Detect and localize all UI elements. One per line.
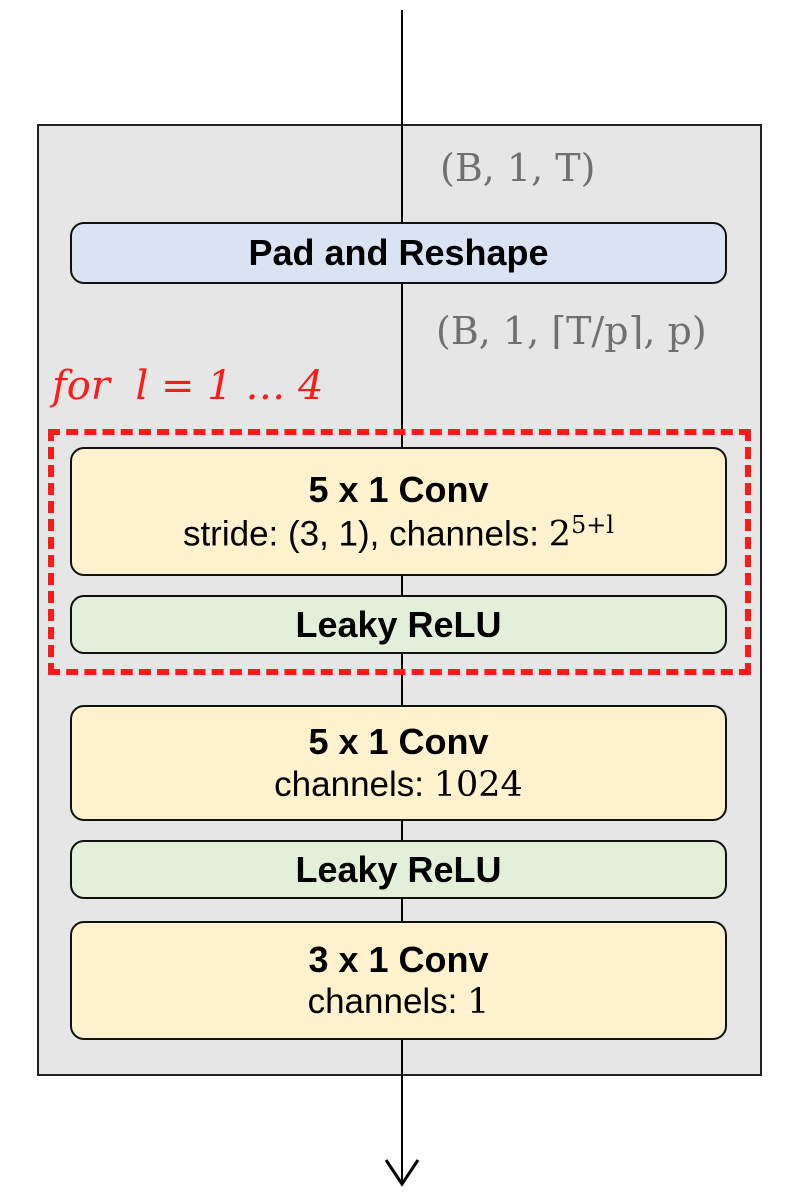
loop-conv-channels-base: 2 — [548, 514, 571, 555]
pad-reshape-block: Pad and Reshape — [70, 222, 727, 284]
mid-conv-channels: 1024 — [433, 764, 523, 805]
reshaped-shape-label: (B, 1, ⌈T/p⌉, p) — [436, 309, 707, 353]
loop-region — [48, 429, 751, 675]
output-conv-title: 3 x 1 Conv — [308, 938, 489, 980]
loop-conv-detail-prefix: stride: (3, 1), channels: — [182, 514, 549, 554]
loop-relu-block: Leaky ReLU — [70, 595, 727, 654]
mid-conv-title: 5 x 1 Conv — [308, 721, 489, 763]
output-conv-block: 3 x 1 Conv channels: 1 — [70, 921, 727, 1040]
mid-conv-detail: channels: 1024 — [274, 764, 523, 806]
mid-relu-label: Leaky ReLU — [295, 848, 502, 890]
loop-conv-detail: stride: (3, 1), channels: 25+l — [183, 511, 614, 556]
output-flow-line — [401, 1076, 403, 1182]
output-conv-channels: 1 — [467, 982, 490, 1023]
mid-relu-block: Leaky ReLU — [70, 840, 727, 899]
pad-reshape-label: Pad and Reshape — [248, 232, 549, 274]
input-shape-label: (B, 1, T) — [440, 146, 596, 190]
input-flow-line — [401, 10, 403, 126]
mid-conv-block: 5 x 1 Conv channels: 1024 — [70, 705, 727, 821]
loop-relu-label: Leaky ReLU — [295, 603, 502, 645]
mid-conv-detail-prefix: channels: — [274, 764, 434, 804]
loop-label: for l = 1 … 4 — [52, 363, 324, 409]
output-conv-detail: channels: 1 — [308, 981, 490, 1023]
loop-conv-title: 5 x 1 Conv — [308, 468, 489, 510]
loop-conv-channels-exponent: 5+l — [570, 510, 615, 539]
output-conv-detail-prefix: channels: — [307, 982, 468, 1022]
loop-conv-block: 5 x 1 Conv stride: (3, 1), channels: 25+… — [70, 447, 727, 576]
output-arrow-icon — [384, 1159, 420, 1187]
